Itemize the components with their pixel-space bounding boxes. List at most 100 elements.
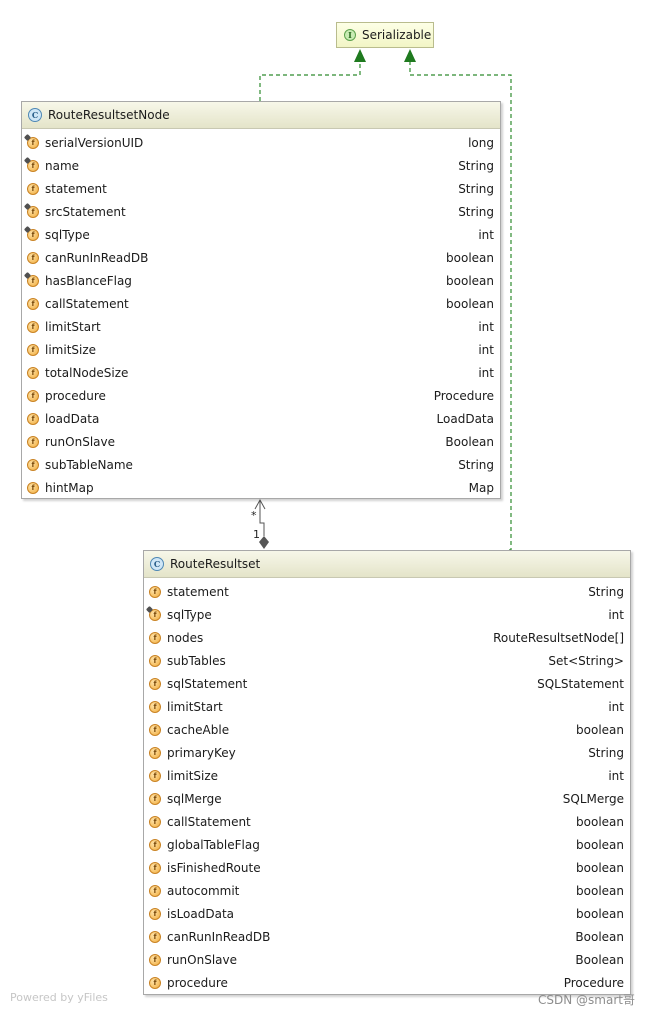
field-row[interactable]: f statement String [22,177,500,200]
interface-serializable[interactable]: I Serializable [336,22,434,48]
field-row[interactable]: f primaryKey String [144,741,630,764]
class-header: C RouteResultset [144,551,630,578]
field-name: statement [45,181,107,196]
field-type: String [458,158,494,173]
field-icon: f [27,389,39,402]
class-icon: C [28,108,42,122]
realization-arrow-resultset [404,49,416,62]
field-name: loadData [45,411,100,426]
field-type: String [588,745,624,760]
multiplicity-one: 1 [253,528,260,541]
field-icon: f [27,320,39,333]
field-name: callStatement [167,814,251,829]
static-field-icon: f [27,205,39,218]
field-type: boolean [576,722,624,737]
field-name: srcStatement [45,204,126,219]
field-type: int [608,607,624,622]
static-field-icon: f [27,228,39,241]
static-field-icon: f [27,274,39,287]
static-field-icon: f [27,136,39,149]
static-field-icon: f [149,608,161,621]
field-name: subTables [167,653,226,668]
field-type: boolean [446,250,494,265]
interface-name: Serializable [362,28,432,42]
field-icon: f [149,930,161,943]
field-name: runOnSlave [45,434,115,449]
field-name: canRunInReadDB [45,250,149,265]
field-name: hasBlanceFlag [45,273,132,288]
field-type: SQLStatement [537,676,624,691]
field-type: SQLMerge [562,791,624,806]
field-name: isFinishedRoute [167,860,261,875]
field-row[interactable]: f canRunInReadDB boolean [22,246,500,269]
field-icon: f [27,251,39,264]
field-icon: f [27,343,39,356]
field-icon: f [149,861,161,874]
field-name: primaryKey [167,745,236,760]
field-type: int [478,227,494,242]
field-type: int [478,365,494,380]
field-name: sqlType [45,227,90,242]
field-icon: f [27,182,39,195]
field-type: Map [468,480,494,495]
field-type: Boolean [445,434,494,449]
field-name: cacheAble [167,722,230,737]
field-type: long [468,135,494,150]
field-row[interactable]: f sqlType int [22,223,500,246]
field-icon: f [27,412,39,425]
realization-arrow-node [354,49,366,62]
field-type: boolean [576,906,624,921]
field-type: boolean [576,837,624,852]
field-icon: f [149,953,161,966]
field-icon: f [27,435,39,448]
field-icon: f [149,815,161,828]
field-icon: f [149,746,161,759]
field-name: limitSize [45,342,97,357]
composition-diamond [259,536,269,549]
field-name: statement [167,584,229,599]
field-type: boolean [446,273,494,288]
field-type: boolean [446,296,494,311]
field-type: int [608,768,624,783]
class-name: RouteResultset [170,557,261,571]
field-row[interactable]: f isFinishedRoute boolean [144,856,630,879]
field-name: totalNodeSize [45,365,129,380]
field-row[interactable]: f runOnSlave Boolean [22,430,500,453]
field-row[interactable]: f hasBlanceFlag boolean [22,269,500,292]
field-type: String [458,181,494,196]
field-icon: f [149,838,161,851]
field-name: procedure [167,975,228,990]
field-icon: f [27,458,39,471]
field-type: boolean [576,860,624,875]
